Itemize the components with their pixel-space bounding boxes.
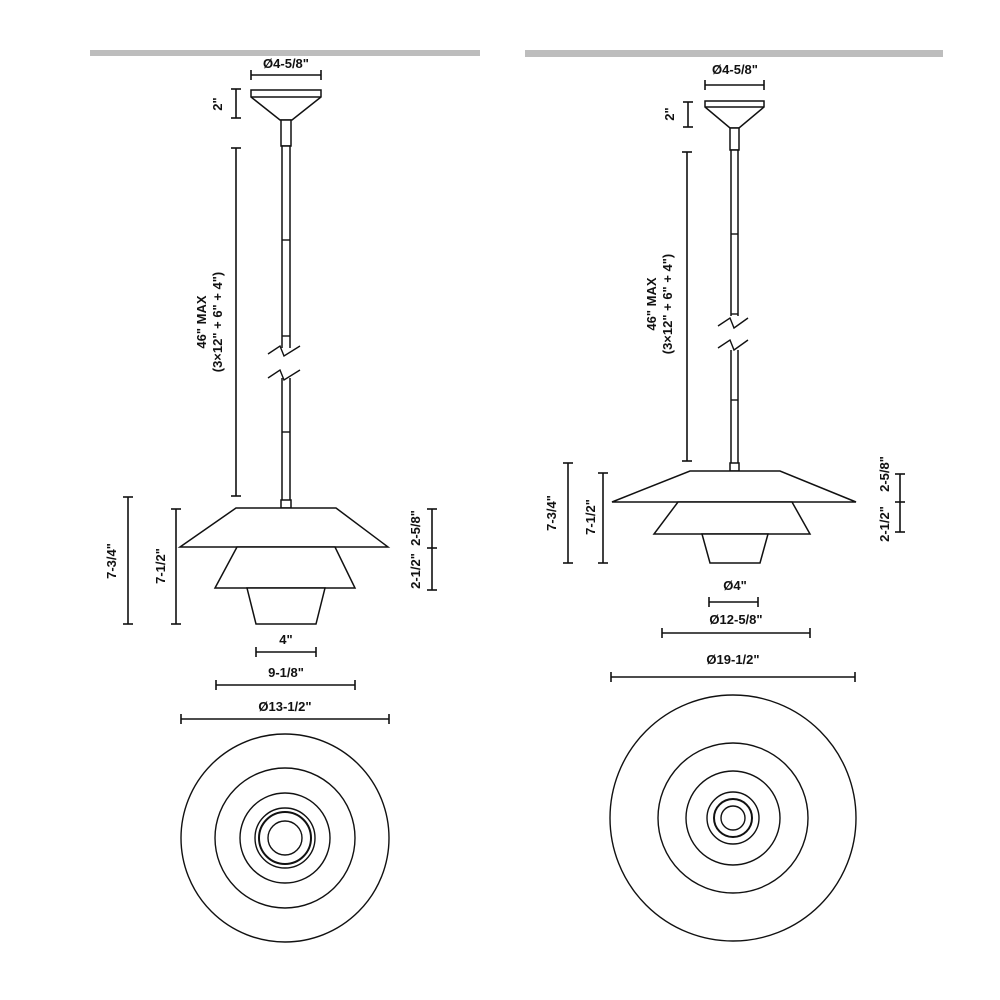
small-rod-combo-label: (3×12" + 6" + 4") (210, 272, 225, 373)
small-canopy (250, 89, 322, 121)
large-bottom-diffuser (701, 533, 769, 564)
small-overall-h-label: 7-3/4" (104, 543, 119, 579)
large-canopy-h-label: 2" (662, 107, 677, 120)
large-plan-view (609, 694, 857, 942)
large-ceiling-line (525, 50, 943, 57)
large-top-shade (611, 470, 857, 503)
small-canopy-h-label: 2" (210, 97, 225, 110)
large-middle-shade (652, 501, 812, 535)
large-body-h-label: 7-1/2" (583, 499, 598, 535)
large-tier-h-label: 2-5/8" (877, 456, 892, 492)
small-rod-break-icon (267, 344, 302, 382)
small-plan-view (180, 733, 390, 943)
large-canopy-dia-label: Ø4-5/8" (712, 62, 758, 77)
large-bottom-dia-label: Ø4" (723, 578, 747, 593)
small-body-h-label: 7-1/2" (153, 548, 168, 584)
small-middle-shade (213, 546, 357, 589)
small-top-shade (177, 507, 391, 548)
small-rod-coupler (280, 119, 292, 147)
small-pendant-drawing: Ø4-5/8" 2" 46" MAX (3×12" + 6" + 4") (90, 50, 480, 943)
small-rod-max-label: 46" MAX (194, 295, 209, 348)
small-bottom-dia-label: 4" (279, 632, 292, 647)
large-lower-h-label: 2-1/2" (877, 506, 892, 542)
small-shade-cap (280, 499, 292, 509)
small-top-dia-label: Ø13-1/2" (258, 699, 311, 714)
small-canopy-dia-label: Ø4-5/8" (263, 56, 309, 71)
large-shade-cap (729, 462, 740, 472)
small-bottom-diffuser (246, 587, 326, 625)
large-rod-coupler (729, 127, 740, 151)
large-pendant-drawing: Ø4-5/8" 2" 46" MAX (3×12" + 6" + 4") 7-3… (525, 50, 943, 942)
small-rod (281, 145, 291, 509)
large-rod (730, 149, 739, 466)
large-top-dia-label: Ø19-1/2" (706, 652, 759, 667)
large-rod-break-icon (717, 316, 750, 352)
large-overall-h-label: 7-3/4" (544, 495, 559, 531)
small-tier-h-label: 2-5/8" (408, 510, 423, 546)
large-rod-max-label: 46" MAX (644, 277, 659, 330)
large-canopy (704, 100, 765, 129)
large-mid-dia-label: Ø12-5/8" (709, 612, 762, 627)
small-lower-h-label: 2-1/2" (408, 553, 423, 589)
large-rod-combo-label: (3×12" + 6" + 4") (660, 254, 675, 355)
small-ceiling-line (90, 50, 480, 56)
small-mid-dia-label: 9-1/8" (268, 665, 304, 680)
